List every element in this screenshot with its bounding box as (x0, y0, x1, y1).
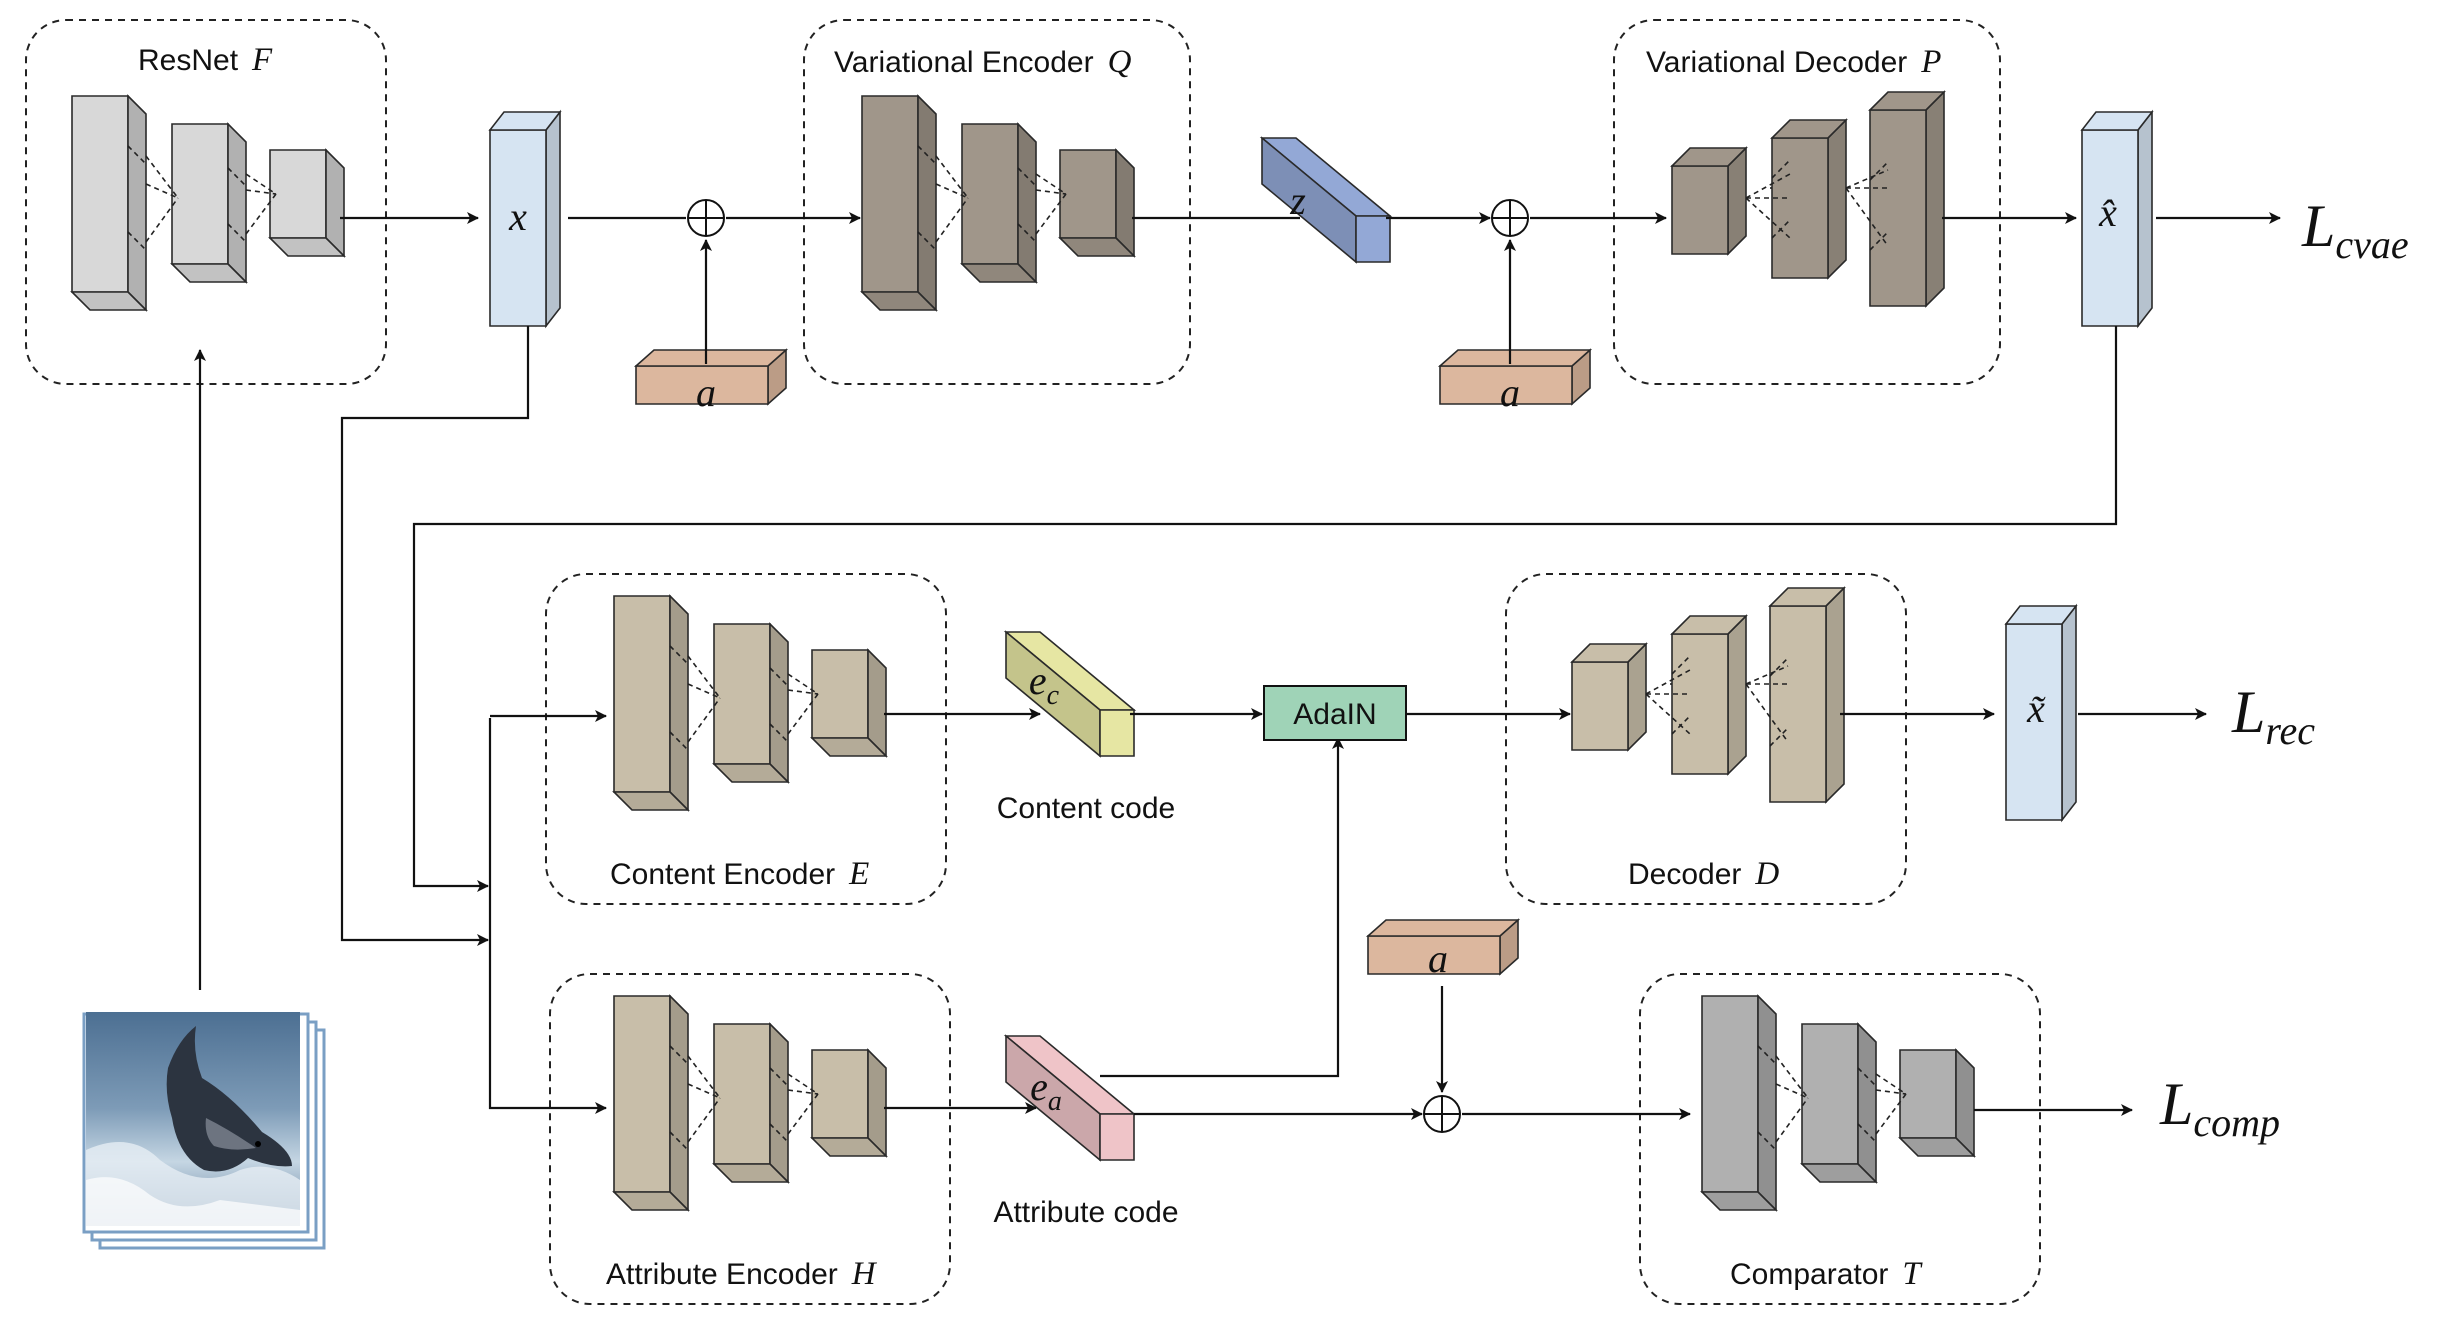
a-block-1 (633, 348, 789, 406)
loss-rec: Lrec (2231, 679, 2315, 753)
resnet-box (25, 19, 387, 385)
a-block-3 (1365, 918, 1521, 976)
e-c-block (1003, 630, 1137, 758)
x-label: x (508, 194, 527, 239)
attribute-encoder-layer-3 (810, 1048, 888, 1158)
adder-3 (1423, 1095, 1461, 1133)
x-tilde-label: x̃ (2026, 686, 2046, 731)
adain-label: AdaIN (1293, 698, 1376, 731)
var-decoder-box (1613, 19, 2001, 385)
e-c-label: ec (1029, 658, 1060, 711)
var-encoder-layer-2 (960, 122, 1038, 284)
var-decoder-layer-3 (1868, 90, 1946, 308)
x-tilde-tensor (2004, 603, 2078, 823)
resnet-layer-1 (70, 94, 148, 312)
content-encoder-layer-1 (612, 594, 690, 812)
content-code-label: Content code (997, 792, 1175, 825)
var-encoder-layer-1 (860, 94, 938, 312)
dolphin-shape (166, 1026, 292, 1172)
decoder-layer-1 (1570, 642, 1648, 752)
input-image-stack (82, 1012, 326, 1250)
a2-label: a (1500, 370, 1520, 415)
resnet-layer-3 (268, 148, 346, 258)
resnet-layer-2 (170, 122, 248, 284)
e-a-label: ea (1030, 1064, 1062, 1117)
adain-block: AdaIN (1263, 685, 1407, 741)
var-decoder-layer-1 (1670, 146, 1748, 256)
z-block (1259, 136, 1393, 264)
a-block-2 (1437, 348, 1593, 406)
attribute-encoder-box (549, 973, 951, 1305)
comparator-box (1639, 973, 2041, 1305)
decoder-layer-2 (1670, 614, 1748, 776)
var-encoder-box (803, 19, 1191, 385)
var-encoder-layer-3 (1058, 148, 1136, 258)
e-a-block (1003, 1034, 1137, 1162)
adder-2 (1491, 199, 1529, 237)
z-label: z (1289, 178, 1306, 223)
layer-stacks (70, 90, 2154, 1212)
a1-label: a (696, 370, 716, 415)
attribute-encoder-layer-2 (712, 1022, 790, 1184)
x-hat-label: x̂ (2098, 190, 2117, 235)
adder-1 (687, 199, 725, 237)
adain-rect (1263, 685, 1407, 741)
loss-comp: Lcomp (2159, 1071, 2280, 1145)
var-decoder-layer-2 (1770, 118, 1848, 280)
decoder-box (1505, 573, 1907, 905)
dolphin-photo (86, 1012, 300, 1226)
content-encoder-layer-3 (810, 648, 888, 758)
x-tensor (488, 109, 562, 329)
decoder-layer-3 (1768, 586, 1846, 804)
comparator-layer-2 (1800, 1022, 1878, 1184)
attribute-code-label: Attribute code (993, 1196, 1178, 1229)
content-encoder-box (545, 573, 947, 905)
a3-label: a (1428, 936, 1448, 981)
x-hat-tensor (2080, 109, 2154, 329)
attribute-encoder-layer-1 (612, 994, 690, 1212)
comparator-layer-1 (1700, 994, 1778, 1212)
content-encoder-layer-2 (712, 622, 790, 784)
comparator-layer-3 (1898, 1048, 1976, 1158)
loss-cvae: Lcvae (2301, 193, 2409, 267)
connections (194, 212, 2281, 1120)
